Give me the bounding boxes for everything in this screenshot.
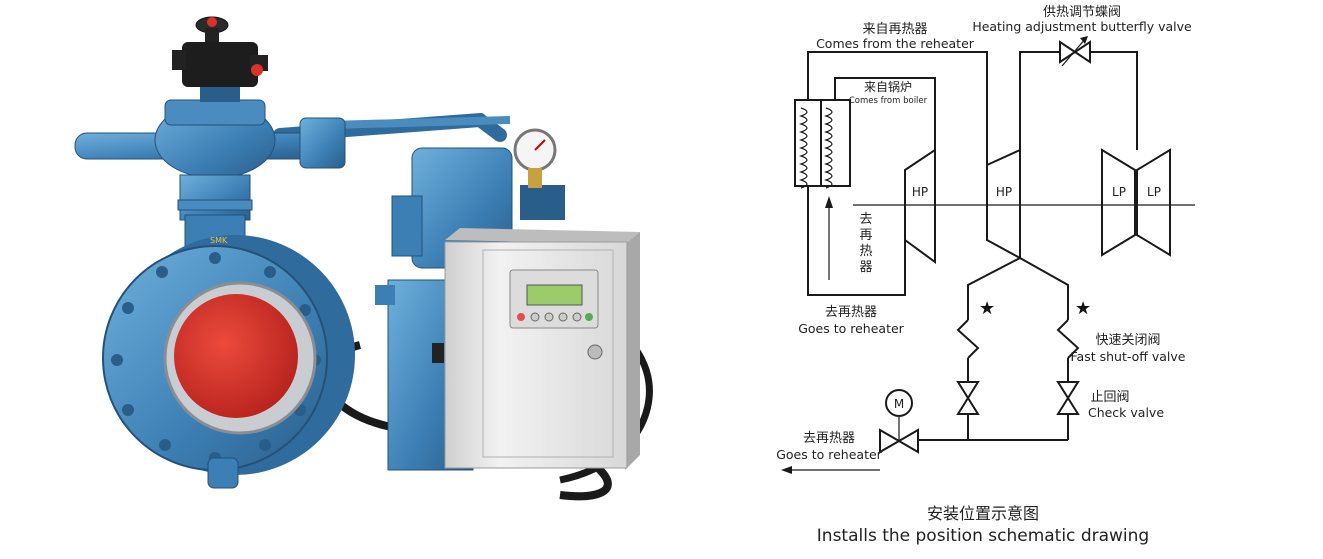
label-to-reheater-vertical: 去 <box>859 212 872 227</box>
pipe-from-reheater <box>807 51 988 150</box>
label-from-reheater-zh: 来自再热器 <box>862 22 927 37</box>
check-valve-2 <box>1056 381 1080 415</box>
motor-junction-box <box>391 195 423 257</box>
label-hp-2: HP <box>996 185 1012 199</box>
indicator-light <box>251 64 263 76</box>
heating-butterfly-valve <box>1059 40 1091 64</box>
boiler-coil <box>824 107 833 189</box>
motor-symbol <box>885 389 913 417</box>
pipe-to-reheater <box>807 186 906 296</box>
check-valve-1 <box>956 381 980 415</box>
label-heating-valve-zh: 供热调节蝶阀 <box>1043 5 1121 20</box>
motor-label: M <box>894 397 904 411</box>
caption-zh: 安装位置示意图 <box>927 504 1039 523</box>
lp-turbine-1 <box>1101 148 1136 257</box>
label-lp-1: LP <box>1112 185 1126 199</box>
hp-turbine-2 <box>986 150 1021 260</box>
label-hp-1: HP <box>912 185 928 199</box>
valve-product-photo: SMK <box>74 16 653 501</box>
label-from-boiler-en: Comes from boiler <box>849 96 928 106</box>
label-heating-valve-en: Heating adjustment butterfly valve <box>972 19 1192 34</box>
label-from-boiler-zh: 来自锅炉 <box>864 79 912 94</box>
installation-schematic: ★ ★ M 来自再热器 Comes from the reheater 供热调节… <box>776 5 1195 546</box>
label-fast-shutoff-en: Fast shut-off valve <box>1071 349 1186 364</box>
tank-fitting <box>375 285 395 305</box>
valve-disc <box>174 294 298 418</box>
label-check-valve-zh: 止回阀 <box>1090 390 1129 405</box>
hp-turbine-1 <box>904 148 936 264</box>
label-lp-2: LP <box>1147 185 1161 199</box>
control-buttons <box>517 312 593 322</box>
label-goes-reheater-2-zh: 去再热器 <box>803 431 855 446</box>
fast-shutoff-valve-1 <box>956 319 980 359</box>
fast-shutoff-valve-2 <box>1056 319 1080 359</box>
label-goes-reheater-1-zh: 去再热器 <box>825 305 877 320</box>
caption-en: Installs the position schematic drawing <box>817 526 1149 546</box>
label-goes-reheater-1-en: Goes to reheater <box>798 321 904 336</box>
star-marker: ★ <box>979 298 995 319</box>
pipe-from-boiler <box>834 77 936 150</box>
label-fast-shutoff-zh: 快速关闭阀 <box>1095 333 1160 348</box>
nameplate: SMK <box>210 236 228 245</box>
label-to-reheater-vertical: 热 <box>859 244 872 259</box>
reheater-box <box>794 99 851 187</box>
lp-turbine-2 <box>1136 148 1171 257</box>
motorized-valve <box>879 428 919 454</box>
cabinet-lock <box>587 344 603 360</box>
label-to-reheater-vertical: 再 <box>859 228 872 243</box>
solenoid-block <box>520 185 565 220</box>
reheater-coil <box>799 107 808 189</box>
label-check-valve-en: Check valve <box>1088 405 1164 420</box>
star-marker: ★ <box>1075 298 1091 319</box>
limit-switch-box <box>182 42 258 87</box>
label-from-reheater-en: Comes from the reheater <box>816 36 975 51</box>
label-to-reheater-vertical: 器 <box>859 260 872 275</box>
actuator-coupling <box>299 117 346 169</box>
lcd-display <box>526 284 583 306</box>
valve-bonnet <box>179 174 251 221</box>
tank-handle <box>432 343 444 363</box>
label-goes-reheater-2-en: Goes to reheater <box>776 447 882 462</box>
